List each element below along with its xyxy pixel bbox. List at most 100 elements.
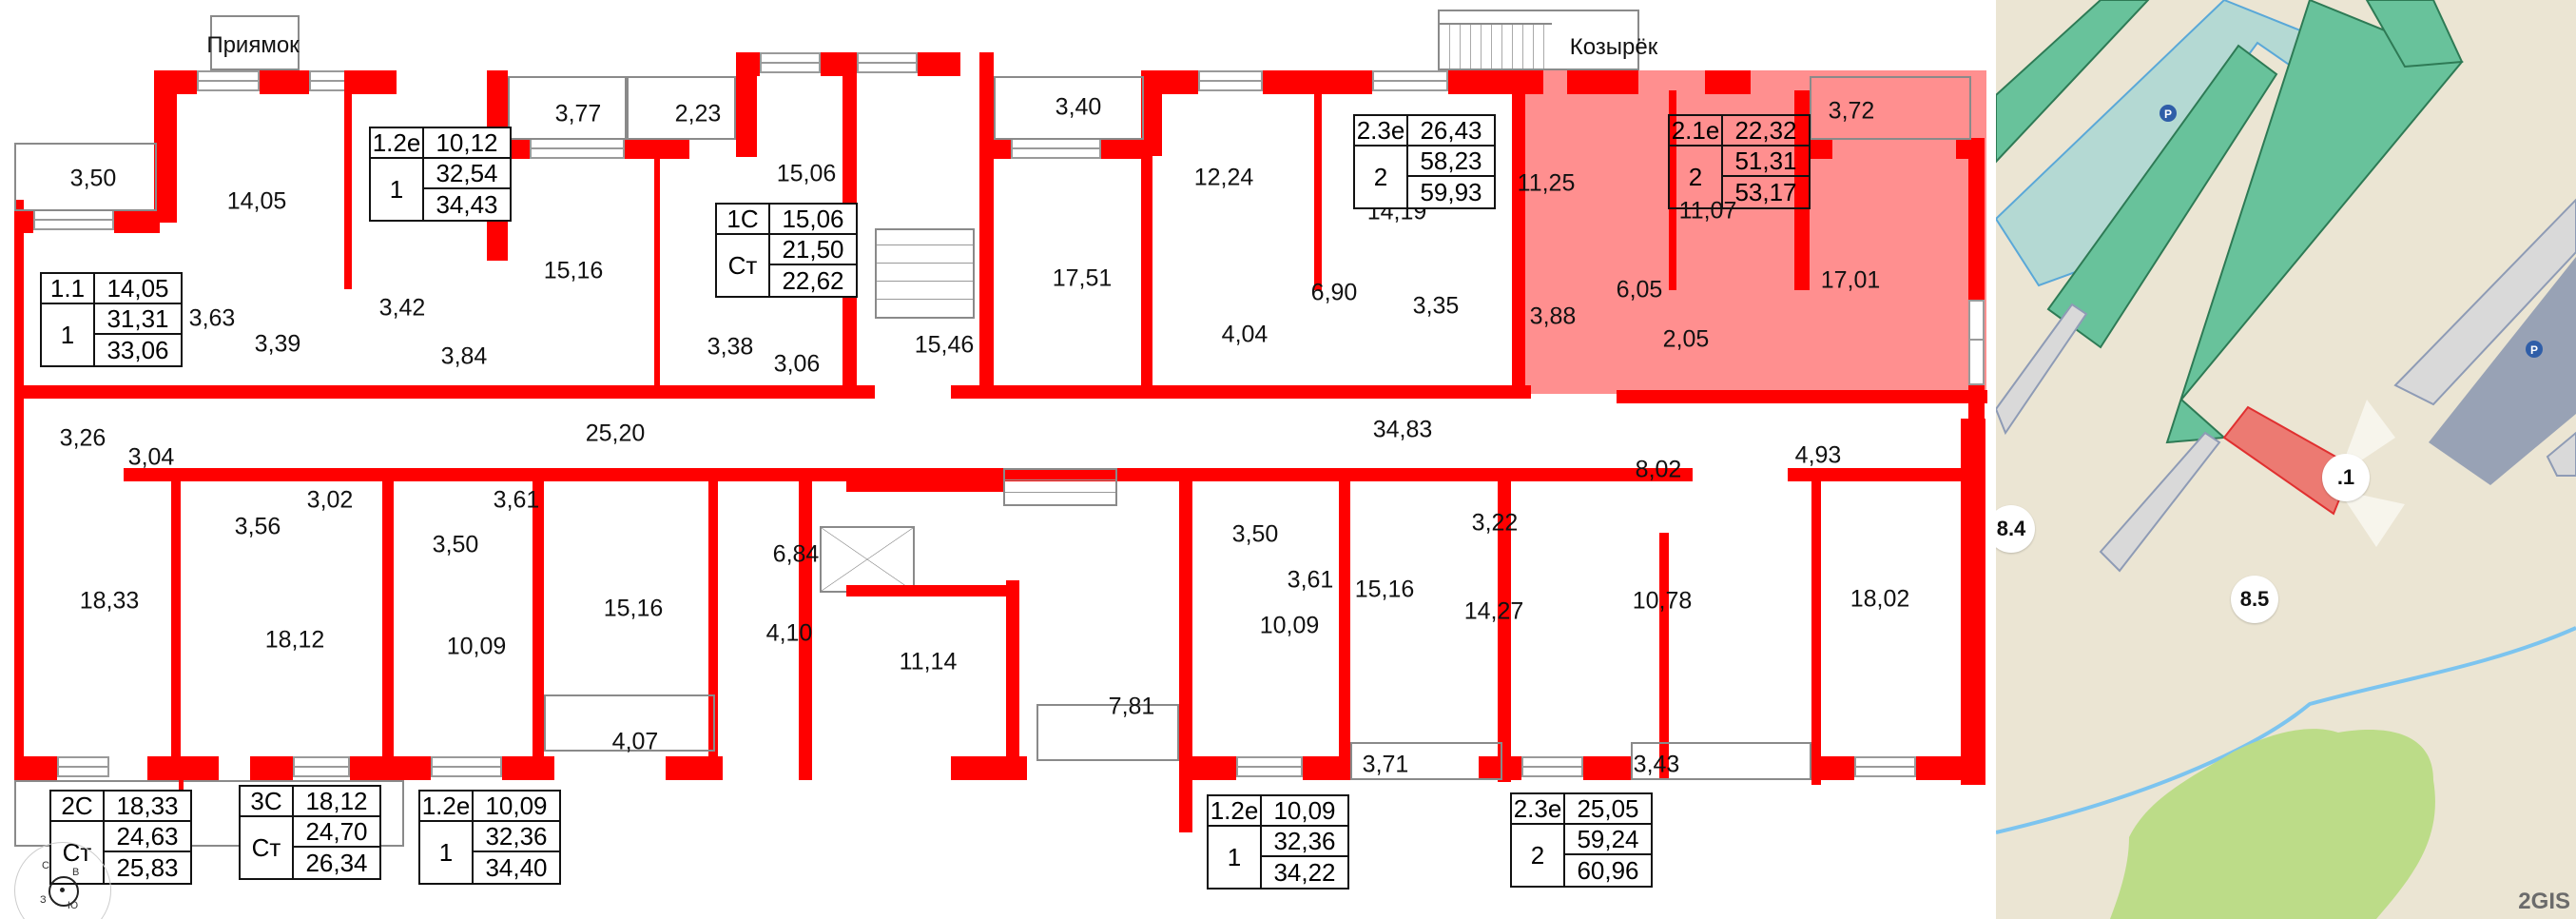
building-number-pin[interactable]: .1: [2322, 454, 2370, 501]
room-count: Ст: [717, 235, 770, 296]
room-area-label: 6,84: [772, 540, 820, 568]
wall: [1961, 419, 1985, 785]
compass-south: Ю: [68, 900, 79, 911]
wall: [1479, 756, 1521, 780]
room-area-label: 3,35: [1412, 292, 1460, 320]
wall: [736, 52, 757, 157]
total-area: 31,31: [95, 304, 181, 335]
room-area-label: 10,09: [1259, 612, 1320, 639]
window: [760, 52, 821, 73]
apartment-code: 2.3е: [1355, 116, 1408, 147]
wall: [1788, 468, 1978, 481]
room-area-label: 4,04: [1221, 321, 1269, 348]
total-area: 24,63: [105, 822, 190, 852]
wall: [1179, 476, 1192, 832]
total-area-with-balcony: 59,93: [1420, 178, 1482, 206]
room-area-label: 15,06: [776, 160, 837, 187]
window: [1854, 756, 1916, 777]
room-area-label: 14,05: [226, 187, 287, 215]
balcony: [1631, 742, 1811, 780]
room-area-label: 11,14: [899, 648, 958, 675]
window: [1011, 138, 1101, 159]
window: [1521, 756, 1583, 777]
total-area: 32,36: [1262, 827, 1347, 857]
room-area-label: 3,61: [1287, 566, 1334, 594]
apartment-code: 1.2е: [420, 792, 474, 822]
window: [530, 138, 625, 159]
room-count: Ст: [241, 817, 294, 878]
wall: [1583, 756, 1631, 780]
living-area: 10,12: [424, 128, 510, 159]
wall: [1968, 138, 1985, 300]
selected-apartment-highlight[interactable]: [1514, 70, 1986, 394]
total-area-with-balcony: 26,34: [305, 849, 368, 877]
apartment-code: 2.3е: [1512, 794, 1565, 825]
wall: [350, 756, 431, 780]
balcony: [14, 780, 404, 847]
wall: [14, 200, 24, 771]
total-area: 32,36: [474, 822, 559, 852]
window: [1968, 300, 1985, 385]
living-area: 22,32: [1723, 116, 1809, 147]
compass-center: [60, 888, 65, 892]
window: [431, 756, 502, 777]
apartment-code: 2С: [51, 792, 105, 822]
wall: [951, 385, 1531, 399]
wall: [154, 70, 197, 94]
pit-structure: [210, 15, 300, 70]
apartment-code: 3С: [241, 787, 294, 817]
total-area: 51,31: [1723, 147, 1809, 177]
building-number-pin[interactable]: 8.5: [2231, 576, 2278, 623]
wall: [708, 476, 718, 780]
wall: [533, 476, 544, 780]
wall: [250, 756, 293, 780]
wall: [1141, 70, 1198, 94]
room-area-label: 3,22: [1471, 509, 1519, 537]
wall: [147, 756, 219, 780]
balcony: [544, 694, 715, 752]
wall: [951, 756, 1027, 780]
svg-text:P: P: [2164, 108, 2172, 121]
room-count: 2: [1512, 825, 1565, 886]
room-count: 2: [1670, 147, 1723, 207]
building-number-pin[interactable]: 8.4: [1996, 505, 2035, 553]
balcony: [1810, 76, 1971, 140]
balcony: [994, 76, 1144, 140]
room-count: 1: [42, 304, 95, 365]
wall: [1811, 480, 1821, 785]
total-area-with-balcony: 34,43: [436, 190, 498, 219]
total-area-with-balcony: 25,83: [116, 853, 179, 882]
wall: [1006, 580, 1019, 780]
room-area-label: 3,39: [254, 330, 301, 358]
window: [1236, 756, 1303, 777]
wall: [821, 52, 857, 76]
room-area-label: 17,51: [1052, 264, 1113, 292]
total-area-with-balcony: 34,40: [485, 853, 548, 882]
compass-north: С: [42, 860, 49, 871]
living-area: 10,09: [474, 792, 559, 822]
room-area-label: 6,90: [1310, 279, 1358, 306]
room-area-label: 14,27: [1463, 597, 1524, 625]
wall: [1339, 476, 1350, 780]
wall: [344, 70, 352, 289]
room-area-label: 4,93: [1794, 441, 1842, 469]
wall: [654, 147, 660, 395]
wall: [1705, 70, 1751, 94]
map-watermark: 2GIS: [2518, 889, 2570, 914]
wall: [979, 52, 994, 395]
total-area-with-balcony: 22,62: [782, 266, 844, 295]
compass-ring: [48, 876, 79, 907]
room-count: 2: [1355, 147, 1408, 207]
room-count: 1: [371, 159, 424, 220]
room-area-label: 3,42: [378, 294, 426, 322]
